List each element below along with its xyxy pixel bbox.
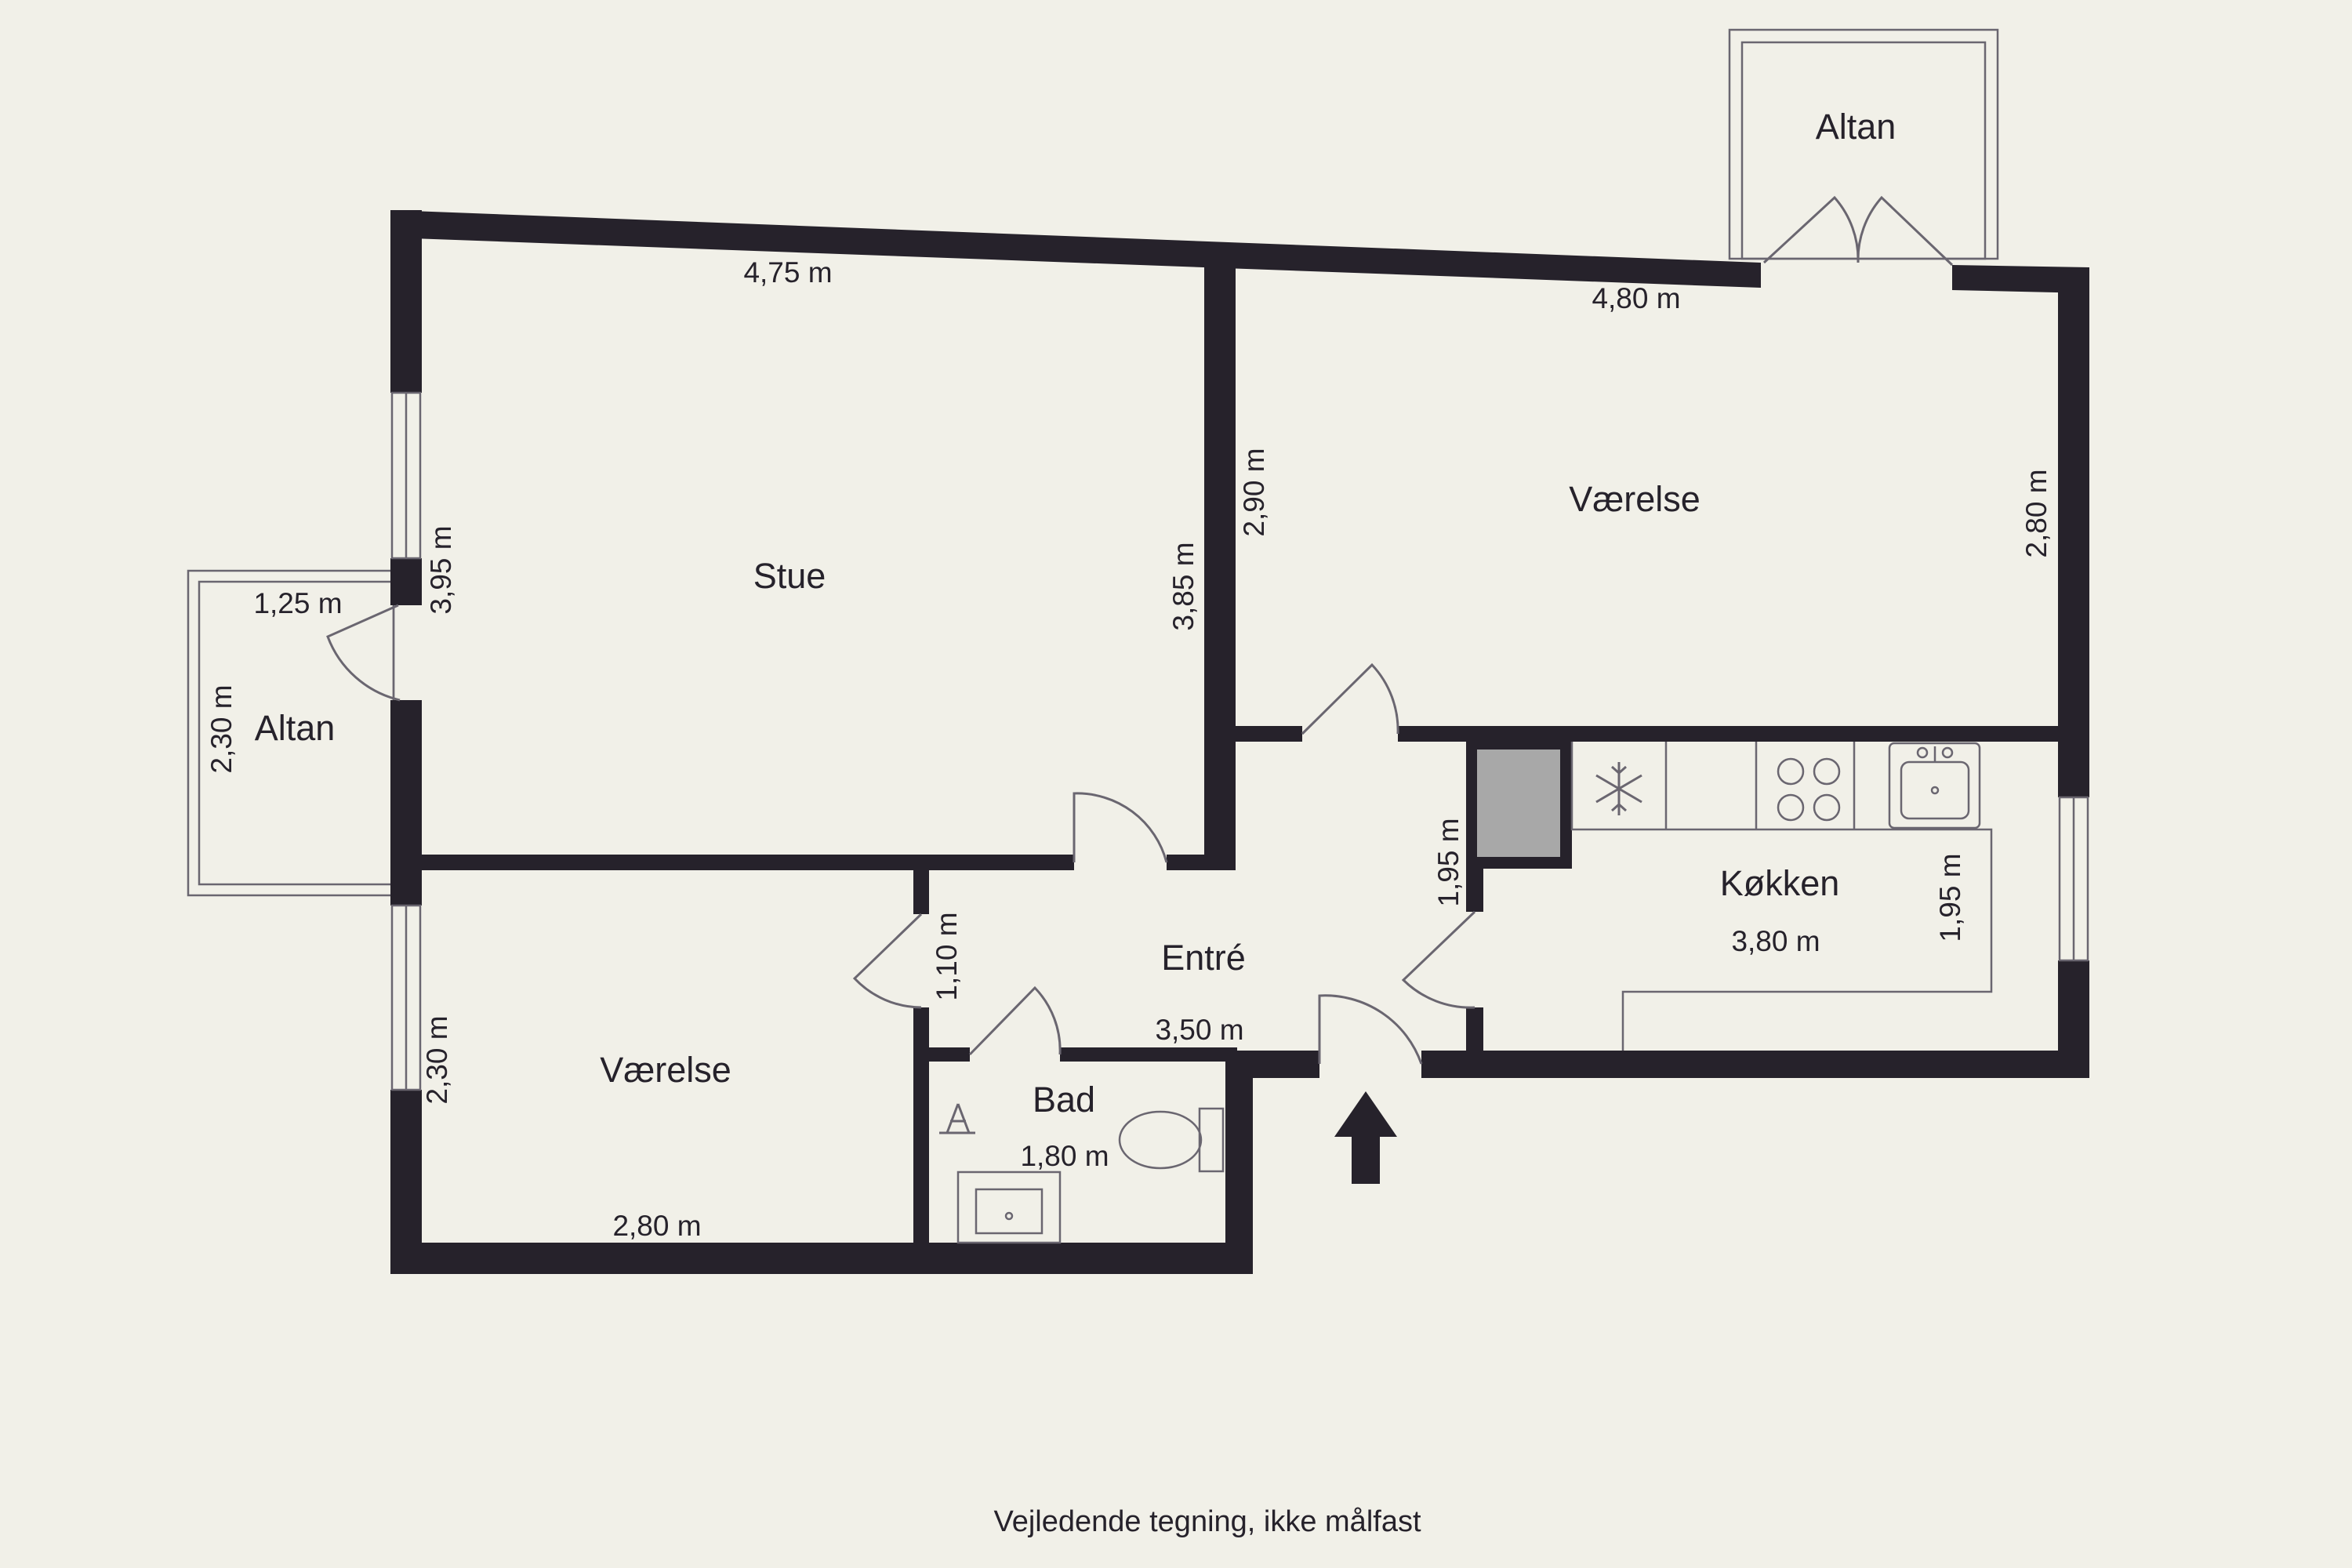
dimension-entre-width: 3,50 m (1155, 1014, 1243, 1046)
walls (390, 210, 2089, 1274)
dimension-entre-height-left: 1,10 m (931, 912, 963, 1000)
dimension-koekken-height: 1,95 m (1934, 853, 1966, 942)
room-label-koekken: Køkken (1720, 863, 1840, 903)
dimension-stue-height-left: 3,95 m (425, 525, 457, 614)
sink-icon (1888, 742, 1981, 829)
washbasin-icon (939, 1103, 975, 1134)
room-label-vaerelse-upper: Værelse (1569, 479, 1700, 519)
dimension-entre-height-right: 1,95 m (1432, 818, 1465, 906)
room-label-stue: Stue (753, 556, 826, 596)
dimension-vaerelse-upper-height-right: 2,80 m (2020, 469, 2053, 557)
doors (326, 195, 1954, 1065)
dimension-vaerelse-upper-height-left: 2,90 m (1238, 448, 1270, 536)
room-label-vaerelse-lower: Værelse (600, 1050, 731, 1090)
dimension-bad-width: 1,80 m (1020, 1140, 1109, 1172)
room-label-entre: Entré (1161, 938, 1246, 978)
room-label-altan-left: Altan (255, 708, 336, 748)
entrance-arrow-icon (1334, 1091, 1397, 1184)
room-label-bad: Bad (1033, 1080, 1095, 1120)
dimension-vaerelse-upper-width: 4,80 m (1592, 282, 1680, 314)
fridge (1477, 750, 1560, 857)
top-wall-left (390, 210, 1761, 288)
balcony-top-outline (1728, 28, 1999, 260)
windows (390, 391, 2089, 1091)
dimension-stue-width: 4,75 m (743, 256, 832, 289)
toilet-icon (1118, 1107, 1225, 1173)
dimension-stue-height-right: 3,85 m (1167, 542, 1200, 630)
dimension-altan-left-width: 1,25 m (253, 587, 342, 619)
top-wall-right (1952, 265, 2089, 293)
snowflake-icon (1595, 762, 1642, 815)
dimension-koekken-width: 3,80 m (1731, 925, 1820, 957)
dimension-vaerelse-lower-width: 2,80 m (612, 1210, 701, 1242)
stove-icon (1777, 757, 1841, 822)
dimension-vaerelse-lower-height: 2,30 m (421, 1015, 453, 1104)
shower-icon (956, 1171, 1062, 1244)
disclaimer-caption: Vejledende tegning, ikke målfast (993, 1505, 1421, 1538)
kitchen-counter (1570, 742, 1993, 1051)
room-label-altan-top: Altan (1816, 107, 1896, 147)
dimension-altan-left-height: 2,30 m (205, 684, 238, 773)
